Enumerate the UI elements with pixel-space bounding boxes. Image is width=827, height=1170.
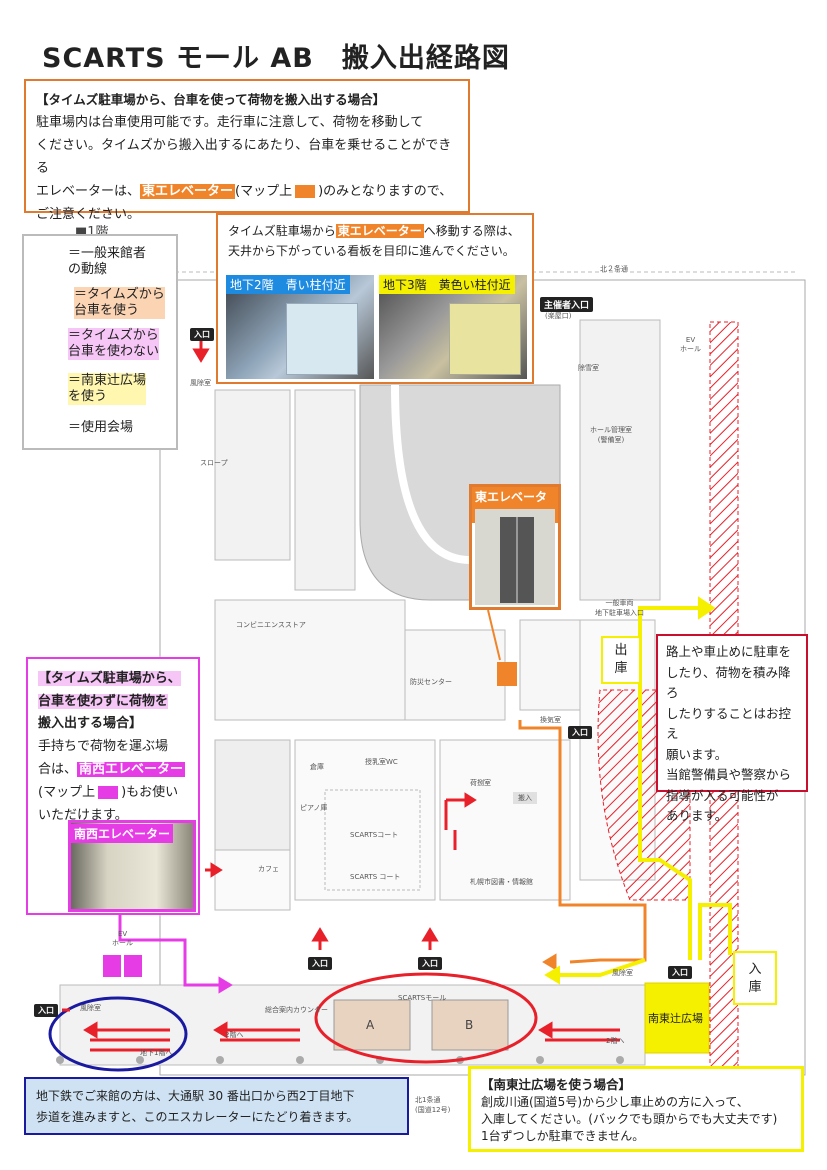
sw-elevator-highlight: 南西エレベーター bbox=[77, 762, 186, 777]
legend-venue: ＝使用会場 bbox=[68, 420, 134, 435]
entrance-east: 入口 bbox=[568, 726, 592, 739]
legend-times-cart: ＝タイムズから 台車を使う bbox=[74, 287, 165, 319]
entrance-sw: 入口 bbox=[34, 1004, 58, 1017]
move-box-line2: 天井から下がっている看板を目印に進んでください。 bbox=[228, 244, 515, 258]
street-north: 北２条通 bbox=[600, 265, 628, 273]
photo-b3: 地下3階 黄色い柱付近 bbox=[379, 275, 527, 379]
times-cart-box: 【タイムズ駐車場から、台車を使って荷物を搬入出する場合】 駐車場内は台車使用可能… bbox=[24, 79, 470, 222]
subway-box: 地下鉄でご来館の方は、大通駅 30 番出口から西2丁目地下 歩道を進みますと、こ… bbox=[24, 1077, 409, 1135]
plaza-heading: 【南東辻広場を使う場合】 bbox=[481, 1077, 632, 1092]
entry-label: 入 庫 bbox=[733, 951, 777, 1005]
times-box-line4: ご注意ください。 bbox=[36, 207, 141, 222]
room-fujo-n: 風除室 bbox=[190, 379, 211, 387]
no-cart-h3: 搬入出する場合】 bbox=[38, 716, 143, 731]
times-box-line2: ください。タイムズから搬入出するにあたり、台車を乗せることができる bbox=[36, 138, 452, 176]
sw-elevator-photo: 南西エレベーター bbox=[68, 820, 196, 912]
photo-b2-caption: 地下2階 青い柱付近 bbox=[226, 275, 350, 294]
warning-l3: したりすることはお控え bbox=[666, 705, 792, 742]
entrance-north: 入口 bbox=[190, 328, 214, 341]
warning-l7: あります。 bbox=[666, 808, 728, 823]
room-hall-office: ホール管理室 (警備室) bbox=[590, 426, 632, 444]
photo-b2: 地下2階 青い柱付近 bbox=[226, 275, 374, 379]
sponsor-entrance-sub: (楽屋口) bbox=[545, 312, 572, 320]
east-elevator-highlight: 東エレベーター bbox=[140, 184, 236, 199]
warning-box: 路上や車止めに駐車を したり、荷物を積み降ろ したりすることはお控え 願います。… bbox=[656, 634, 808, 823]
move-east-elevator-highlight: 東エレベーター bbox=[335, 224, 424, 238]
entrance-south-1: 入口 bbox=[308, 957, 332, 970]
magenta-swatch bbox=[98, 786, 119, 799]
no-cart-l4: いただけます。 bbox=[38, 808, 128, 823]
warning-l1: 路上や車止めに駐車を bbox=[666, 644, 792, 659]
times-box-line3: エレベーターは、東エレベーター(マップ上)のみとなりますので、 bbox=[36, 184, 453, 199]
label-slope: スロープ bbox=[200, 459, 228, 467]
label-mall: SCARTSモール bbox=[398, 994, 447, 1002]
orange-swatch bbox=[295, 185, 316, 198]
plaza-l3: 1台ずつしか駐車できません。 bbox=[481, 1129, 645, 1143]
no-cart-box: 【タイムズ駐車場から、 台車を使わずに荷物を 搬入出する場合】 手持ちで荷物を運… bbox=[26, 657, 200, 915]
page-title: SCARTS モール AB 搬入出経路図 bbox=[42, 43, 510, 74]
legend-general: ＝一般来館者 の動線 bbox=[68, 246, 147, 277]
room-b-label: B bbox=[465, 1018, 474, 1032]
room-souko: 倉庫 bbox=[310, 763, 324, 771]
room-hannyu: 搬入 bbox=[513, 792, 537, 804]
times-box-heading: 【タイムズ駐車場から、台車を使って荷物を搬入出する場合】 bbox=[36, 92, 386, 107]
subway-l2: 歩道を進みますと、このエスカレーターにたどり着きます。 bbox=[36, 1110, 359, 1124]
label-ev-hall-n: EV ホール bbox=[680, 336, 701, 353]
room-scarts-court-2: SCARTS コート bbox=[350, 873, 401, 881]
label-ev-hall-sw: EV ホール bbox=[112, 930, 133, 947]
label-info: 総合案内カウンター bbox=[265, 1006, 328, 1014]
room-jokyo: 除雪室 bbox=[578, 364, 599, 372]
warning-l6: 指導が入る可能性が bbox=[666, 787, 779, 803]
exit-label: 出 庫 bbox=[601, 636, 641, 684]
room-fujo-sw: 風除室 bbox=[80, 1004, 101, 1012]
room-scarts-court: SCARTSコート bbox=[350, 831, 399, 839]
label-2f-b: 2階へ bbox=[606, 1037, 625, 1045]
warning-l4: 願います。 bbox=[666, 746, 728, 762]
subway-l1: 地下鉄でご来館の方は、大通駅 30 番出口から西2丁目地下 bbox=[36, 1089, 355, 1103]
entrance-south-2: 入口 bbox=[418, 957, 442, 970]
no-cart-l1: 手持ちで荷物を運ぶ場 bbox=[38, 739, 169, 754]
plaza-l1: 創成川通(国道5号)から少し車止めの方に入って、 bbox=[481, 1095, 749, 1109]
room-cafe: カフェ bbox=[258, 865, 279, 873]
times-box-line1: 駐車場内は台車使用可能です。走行車に注意して、荷物を移動して bbox=[36, 115, 424, 130]
move-guide-box: タイムズ駐車場から東エレベーターへ移動する際は、 天井から下がっている看板を目印… bbox=[216, 213, 534, 384]
legend-plaza: ＝南東辻広場 を使う bbox=[68, 373, 147, 405]
label-b1: 地下1階へ bbox=[140, 1049, 173, 1057]
warning-l2: したり、荷物を積み降ろ bbox=[666, 664, 791, 701]
sponsor-entrance: 主催者入口 bbox=[540, 297, 594, 312]
sw-elevator-caption: 南西エレベーター bbox=[71, 824, 174, 843]
no-cart-h1: 【タイムズ駐車場から、 bbox=[38, 671, 181, 686]
room-fujo-se: 風除室 bbox=[612, 969, 633, 977]
room-library: 札幌市図書・情報館 bbox=[470, 878, 533, 886]
room-kanki: 換気室 bbox=[540, 716, 561, 724]
label-parking: 一般車両 地下駐車場入口 bbox=[595, 599, 644, 617]
legend-times-nocart: ＝タイムズから 台車を使わない bbox=[68, 328, 160, 360]
room-conbini: コンビニエンスストア bbox=[236, 621, 306, 629]
plaza-l2: 入庫してください。(バックでも頭からでも大丈夫です) bbox=[481, 1112, 778, 1126]
entrance-se: 入口 bbox=[668, 966, 692, 979]
warning-l5: 当館警備員や警察から bbox=[666, 767, 792, 782]
plaza-box: 【南東辻広場を使う場合】 創成川通(国道5号)から少し車止めの方に入って、 入庫… bbox=[468, 1066, 804, 1152]
room-piano: ピアノ庫 bbox=[300, 804, 328, 812]
east-elevator-photo: 東エレベーター bbox=[469, 484, 561, 610]
room-a-label: A bbox=[366, 1018, 375, 1032]
street-south: 北1条通 (国道12号) bbox=[415, 1096, 451, 1114]
room-nimotsu: 荷捌室 bbox=[470, 779, 491, 787]
label-2f-a: 2階へ bbox=[225, 1031, 244, 1039]
room-bousai: 防災センター bbox=[410, 678, 452, 686]
photo-b3-caption: 地下3階 黄色い柱付近 bbox=[379, 275, 515, 294]
plaza-label: 南東辻広場 bbox=[648, 1012, 703, 1025]
legend-box: ＝一般来館者 の動線 ＝タイムズから 台車を使う ＝タイムズから 台車を使わない… bbox=[22, 234, 178, 450]
no-cart-h2: 台車を使わずに荷物を bbox=[38, 694, 169, 709]
room-wc: 授乳室WC bbox=[365, 758, 398, 766]
